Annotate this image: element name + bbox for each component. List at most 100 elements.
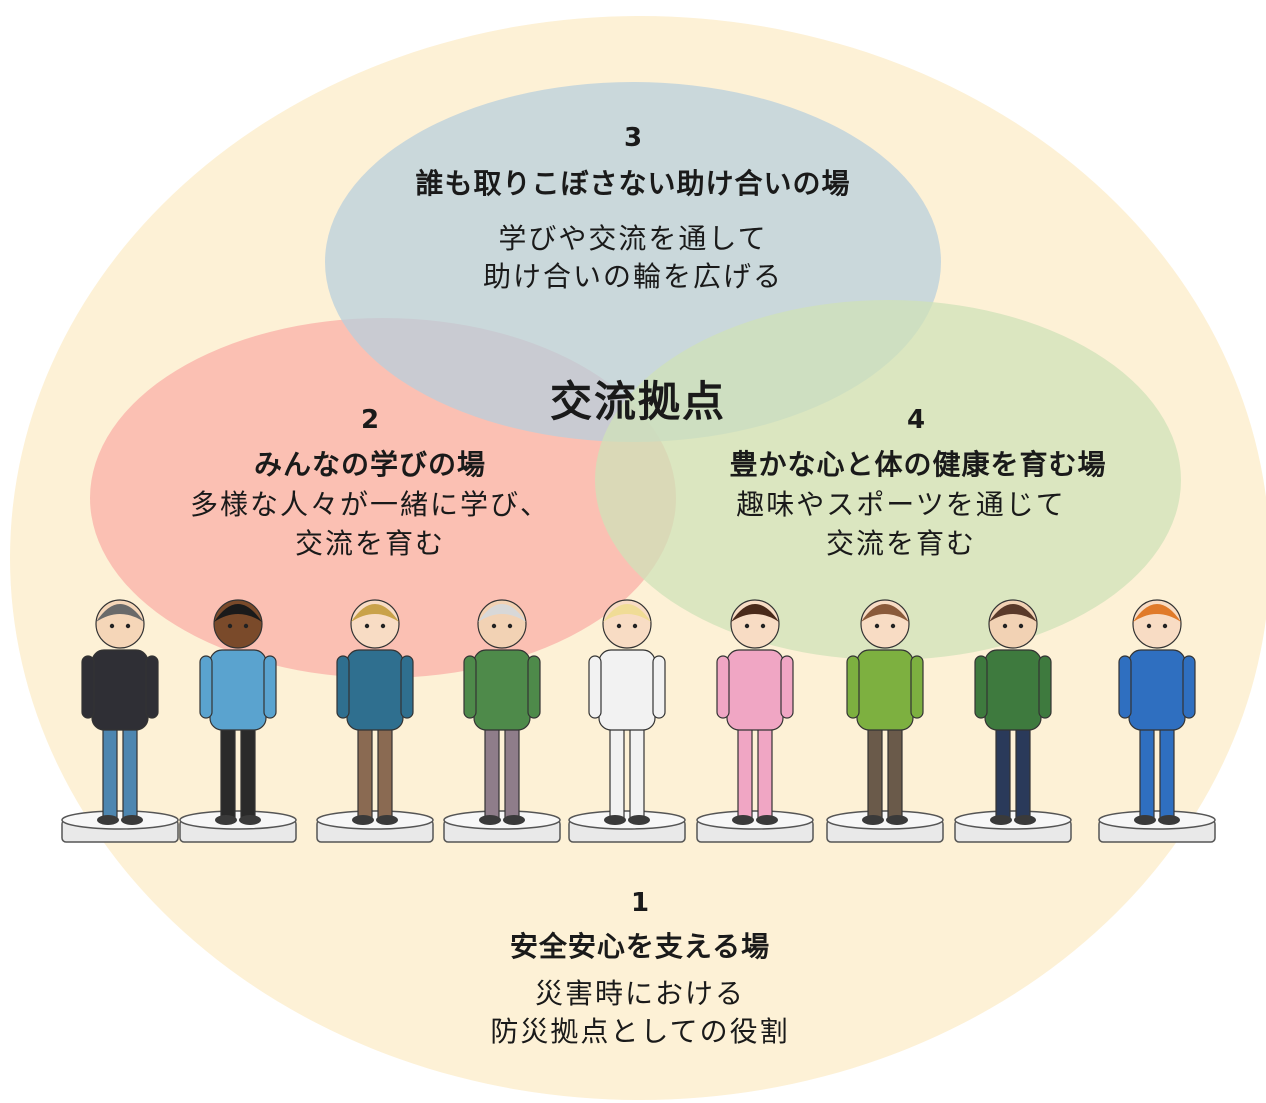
circle-2-desc-line2: 交流を育む: [294, 527, 445, 560]
hair: [478, 604, 526, 622]
circle-4-desc-line1: 趣味やスポーツを通じて: [736, 488, 1066, 521]
right-leg: [504, 721, 520, 819]
left-leg: [737, 721, 753, 819]
left-shoe: [990, 815, 1012, 825]
platform-top: [316, 810, 434, 830]
left-shoe: [352, 815, 374, 825]
right-eye: [380, 623, 386, 629]
left-eye: [616, 623, 622, 629]
circle-3-desc-line1: 学びや交流を通して: [498, 222, 768, 255]
left-arm: [588, 655, 602, 719]
left-eye: [364, 623, 370, 629]
right-shoe: [1014, 815, 1036, 825]
left-arm: [199, 655, 213, 719]
torso: [91, 649, 149, 731]
hair: [603, 604, 651, 622]
hair: [989, 604, 1037, 622]
left-shoe: [215, 815, 237, 825]
right-arm: [652, 655, 666, 719]
left-shoe: [1134, 815, 1156, 825]
torso: [473, 649, 531, 731]
right-eye: [507, 623, 513, 629]
hair: [351, 604, 399, 622]
right-arm: [145, 655, 159, 719]
right-leg: [887, 721, 903, 819]
right-leg: [377, 721, 393, 819]
right-shoe: [628, 815, 650, 825]
circle-3-number: 3: [623, 123, 643, 153]
right-eye: [1018, 623, 1024, 629]
left-shoe: [862, 815, 884, 825]
circle-2-number: 2: [360, 405, 380, 435]
right-shoe: [376, 815, 398, 825]
circle-2-desc-line1: 多様な人々が一緒に学び、: [189, 488, 550, 521]
left-leg: [609, 721, 625, 819]
circle-1-number: 1: [630, 888, 650, 918]
left-leg: [1139, 721, 1155, 819]
circle-1-title: 安全安心を支える場: [509, 930, 771, 963]
left-eye: [109, 623, 115, 629]
hair: [214, 604, 262, 622]
torso: [984, 649, 1042, 731]
right-eye: [632, 623, 638, 629]
torso: [346, 649, 404, 731]
circle-4-desc-line2: 交流を育む: [825, 527, 976, 560]
circle-4-health: [595, 300, 1181, 660]
platform-top: [443, 810, 561, 830]
right-leg: [629, 721, 645, 819]
platform-top: [696, 810, 814, 830]
circle-4-title: 豊かな心と体の健康を育む場: [729, 448, 1107, 481]
torso: [726, 649, 784, 731]
right-arm: [527, 655, 541, 719]
circle-3-desc-line2: 助け合いの輪を広げる: [482, 260, 783, 293]
platform-top: [1098, 810, 1216, 830]
right-leg: [122, 721, 138, 819]
person-child-with-bear: [696, 599, 814, 843]
left-leg: [102, 721, 118, 819]
right-leg: [1159, 721, 1175, 819]
left-eye: [874, 623, 880, 629]
left-arm: [974, 655, 988, 719]
hair: [731, 604, 779, 622]
torso: [1128, 649, 1186, 731]
right-arm: [780, 655, 794, 719]
left-arm: [81, 655, 95, 719]
right-shoe: [121, 815, 143, 825]
circle-4-number: 4: [906, 405, 926, 435]
left-leg: [220, 721, 236, 819]
platform-top: [826, 810, 944, 830]
left-leg: [867, 721, 883, 819]
torso: [209, 649, 267, 731]
right-eye: [125, 623, 131, 629]
hair: [1133, 604, 1181, 622]
left-eye: [1002, 623, 1008, 629]
left-eye: [744, 623, 750, 629]
platform-top: [179, 810, 297, 830]
right-eye: [243, 623, 249, 629]
left-arm: [336, 655, 350, 719]
platform-top: [61, 810, 179, 830]
left-eye: [1146, 623, 1152, 629]
right-leg: [1015, 721, 1031, 819]
left-arm: [716, 655, 730, 719]
right-shoe: [756, 815, 778, 825]
left-arm: [1118, 655, 1132, 719]
people-group: [61, 599, 1216, 843]
left-arm: [846, 655, 860, 719]
left-eye: [491, 623, 497, 629]
person-parent-with-stroller: [568, 599, 686, 843]
person-wheelchair-user: [61, 599, 179, 843]
circle-2-title: みんなの学びの場: [253, 448, 486, 481]
center-label: 交流拠点: [549, 377, 726, 426]
right-eye: [1162, 623, 1168, 629]
right-arm: [1038, 655, 1052, 719]
left-eye: [227, 623, 233, 629]
left-shoe: [97, 815, 119, 825]
person-elderly-man: [443, 599, 561, 843]
right-eye: [890, 623, 896, 629]
circle-1-desc-line2: 防災拠点としての役割: [490, 1015, 790, 1048]
right-shoe: [503, 815, 525, 825]
right-arm: [263, 655, 277, 719]
left-shoe: [732, 815, 754, 825]
